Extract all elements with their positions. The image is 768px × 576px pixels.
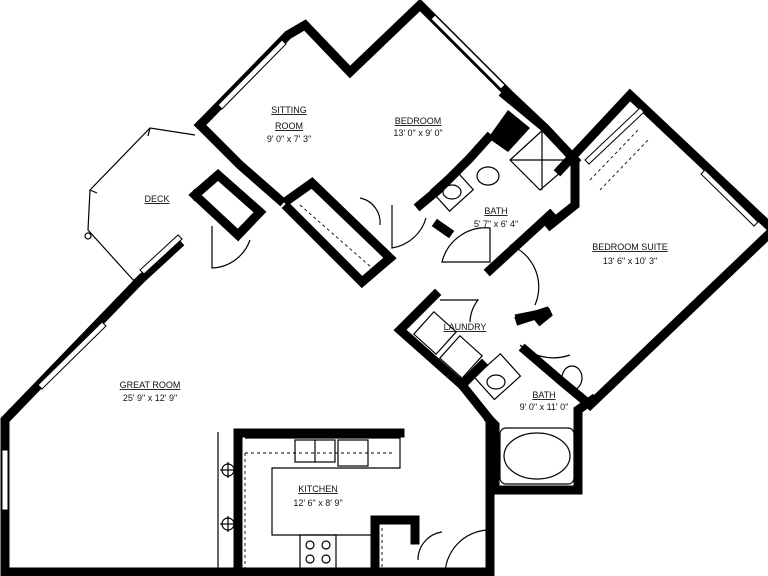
bath1-sink — [442, 184, 462, 200]
kitchen-dim: 12' 6" x 8' 9" — [293, 498, 342, 508]
kitchen-name: KITCHEN — [298, 484, 338, 494]
bath1-vanity — [429, 168, 475, 212]
bedroom-name: BEDROOM — [395, 116, 442, 126]
suite-dim: 13' 6" x 10' 3" — [603, 256, 657, 266]
suite-east-wall — [518, 228, 768, 412]
bath2-door — [519, 344, 571, 359]
deck-door-glass — [139, 234, 183, 275]
tub-basin — [503, 432, 571, 480]
dryer — [438, 334, 484, 380]
laundry-name: LAUNDRY — [444, 322, 487, 332]
bath2-wall — [455, 378, 495, 576]
deck-door — [211, 226, 251, 269]
entry-door — [444, 529, 489, 576]
great-room-west-wall — [0, 273, 147, 576]
suite-west-wall — [483, 208, 557, 277]
bath1-name: BATH — [484, 206, 507, 216]
bath2-dim: 9' 0" x 11' 0" — [520, 402, 569, 412]
windows — [1, 14, 759, 511]
suite-window-east — [700, 169, 759, 227]
laundry-wall — [393, 288, 489, 392]
room-labels: SITTING ROOM 9' 0" x 7' 3" BEDROOM 13' 0… — [120, 105, 668, 508]
great-room-window — [37, 321, 107, 390]
bedroom-door — [391, 205, 427, 249]
kitchen-counter — [245, 437, 401, 536]
bath1-lower-wall — [413, 131, 495, 212]
suite-window-top — [584, 107, 645, 165]
bath2-sink — [486, 374, 506, 390]
sitting-room-name-2: ROOM — [275, 121, 303, 131]
sitting-window — [217, 39, 287, 110]
deck — [84, 127, 196, 283]
bath1-toilet — [476, 166, 500, 186]
washer — [412, 310, 458, 356]
tub-wall — [483, 393, 599, 495]
sitting-room-dim: 9' 0" x 7' 3" — [267, 134, 311, 144]
bath2-vanity — [473, 352, 522, 401]
doors — [211, 197, 571, 576]
closet-wall — [281, 177, 397, 289]
suite-north-wall — [553, 88, 768, 232]
deck-name: DECK — [144, 194, 169, 204]
sitting-west-wall — [193, 118, 287, 207]
bath1-door — [441, 227, 491, 263]
great-room-north-wall — [133, 238, 185, 287]
great-room-name: GREAT ROOM — [120, 380, 181, 390]
deck-box-wall — [188, 169, 267, 242]
great-room-west-window — [1, 449, 9, 511]
bath1-bottom-wall — [431, 218, 455, 239]
great-room-dim: 25' 9" x 12' 9" — [123, 393, 177, 403]
deck-railing — [87, 127, 196, 283]
bedroom-dim: 13' 0" x 9' 0" — [393, 128, 442, 138]
stove — [299, 534, 337, 571]
bath2-name: BATH — [532, 390, 555, 400]
sitting-room-name-1: SITTING — [271, 105, 307, 115]
pantry-door — [417, 531, 443, 561]
bath1-dim: 5' 7" x 6' 4" — [474, 219, 518, 229]
fixtures — [217, 110, 651, 576]
bath2-top-wall — [514, 306, 551, 326]
suite-door — [509, 244, 540, 306]
tub — [499, 427, 575, 485]
bedroom-window — [430, 14, 506, 90]
pantry-wall — [370, 515, 420, 576]
suite-name: BEDROOM SUITE — [592, 242, 668, 252]
laundry-door — [440, 299, 480, 323]
bath2-toilet — [561, 365, 583, 391]
closet-door — [359, 197, 381, 226]
